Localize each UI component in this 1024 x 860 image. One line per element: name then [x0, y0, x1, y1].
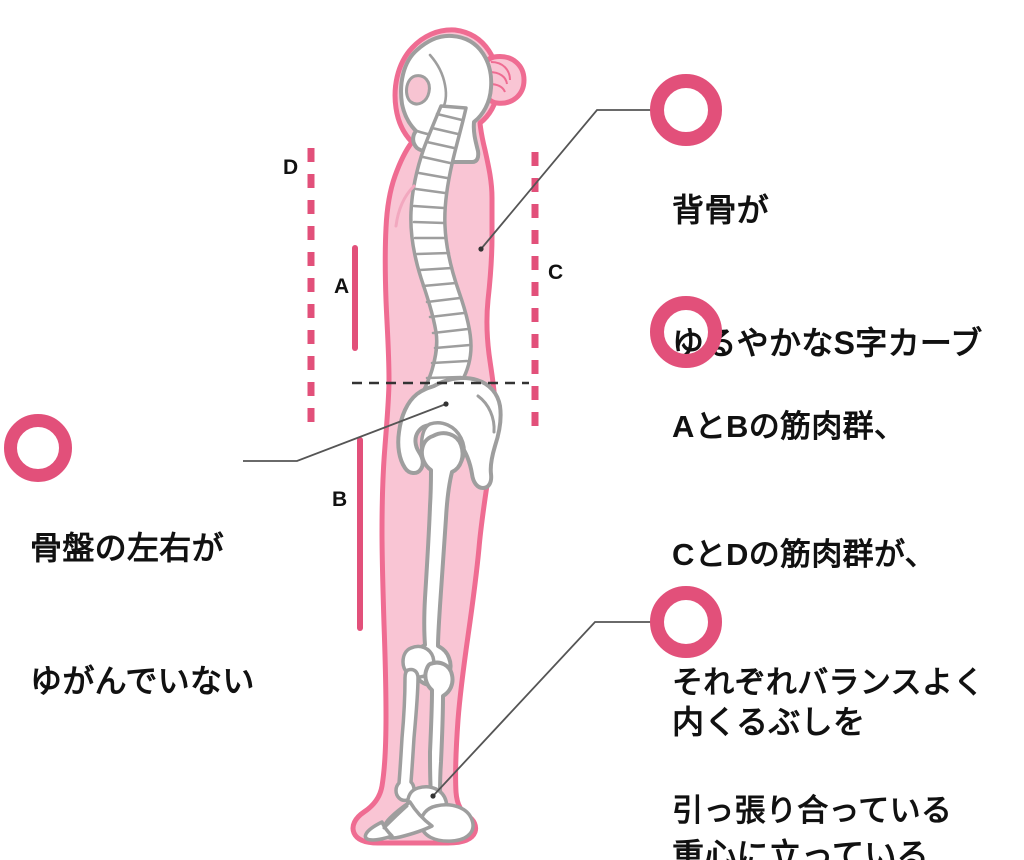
balance-markers	[307, 148, 539, 631]
muscle-balance-line-1: AとBの筋肉群、	[672, 408, 906, 444]
leader-line-pelvis	[243, 403, 447, 462]
vertebrae-segments	[412, 112, 472, 394]
marker-d-label: D	[283, 156, 299, 179]
eye-socket	[405, 74, 431, 106]
ankle-center-line-2: 重心に立っている	[672, 836, 929, 860]
leader-dot-pelvis	[443, 401, 449, 407]
leader-dot-spine	[478, 246, 484, 252]
spine-callout-line-2: ゆるやかなS字カーブ	[672, 324, 983, 361]
ankle-center-callout-text: 内くるぶしを 重心に立っている	[672, 612, 929, 860]
spine-callout-text: 背骨が ゆるやかなS字カーブ	[672, 100, 983, 453]
muscle-balance-line-2: CとDの筋肉群が、	[672, 536, 936, 572]
rib-curve	[394, 184, 416, 228]
leader-line-ankle	[432, 621, 652, 797]
metatarsal-line	[382, 804, 409, 830]
marker-a-label: A	[334, 275, 350, 298]
spine-callout-line-1: 背骨が	[672, 192, 769, 229]
marker-b-label: B	[332, 488, 348, 511]
ribcage-hint	[394, 184, 416, 228]
pelvis-callout-line-2: ゆがんでいない	[30, 662, 255, 699]
spine	[409, 104, 473, 410]
muscle-balance-callout-text: AとBの筋肉群、 CとDの筋肉群が、 それぞれバランスよく 引っ張り合っている	[672, 320, 984, 860]
pelvis-callout-line-1: 骨盤の左右が	[30, 530, 224, 567]
hair-bun-line-1	[490, 61, 511, 81]
sacrum-edge	[476, 394, 496, 434]
leader-dot-ankle	[430, 793, 436, 799]
foot	[363, 785, 475, 843]
muscle-balance-line-4: 引っ張り合っている	[672, 793, 953, 829]
leader-line-spine	[480, 109, 652, 250]
skull	[399, 33, 494, 164]
toe-bones	[363, 820, 394, 842]
pelvis-callout-text: 骨盤の左右が ゆがんでいない	[30, 438, 255, 791]
ankle-center-line-1: 内くるぶしを	[672, 704, 866, 741]
muscle-balance-line-3: それぞれバランスよく	[672, 665, 985, 701]
leader-lines	[243, 109, 652, 799]
marker-c-label: C	[548, 261, 564, 284]
